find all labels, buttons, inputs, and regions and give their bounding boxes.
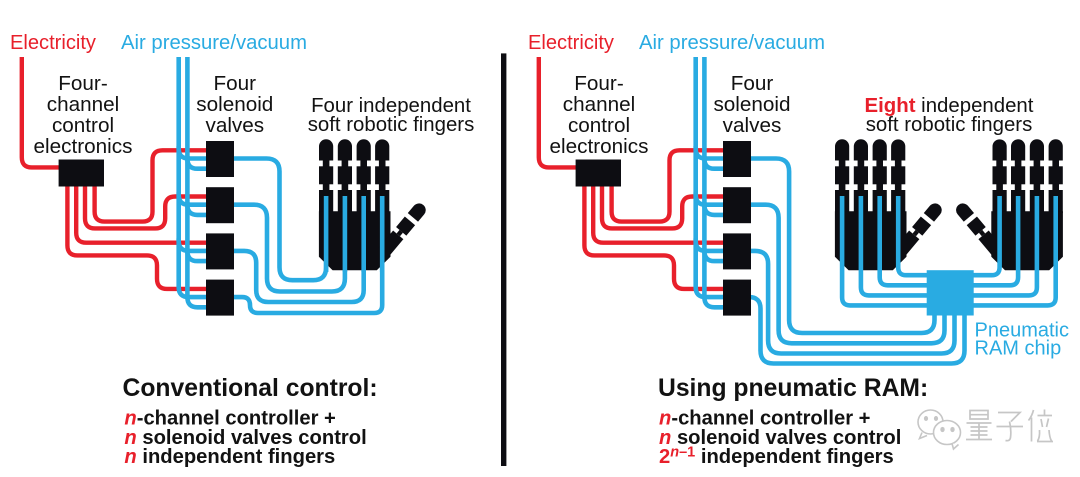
svg-text:control: control [568,114,630,137]
svg-text:Pneumatic: Pneumatic [975,320,1070,342]
svg-text:solenoid: solenoid [196,93,273,116]
svg-text:Four independent: Four independent [311,95,471,117]
svg-text:Air pressure/vacuum: Air pressure/vacuum [121,32,307,54]
svg-text:electronics: electronics [550,135,649,158]
svg-text:Electricity: Electricity [528,32,614,54]
svg-text:Four-: Four- [58,72,107,95]
svg-text:channel: channel [47,93,119,116]
svg-text:Eight independent: Eight independent [865,95,1034,117]
svg-text:RAM chip: RAM chip [975,338,1062,360]
svg-text:soft robotic fingers: soft robotic fingers [308,114,475,136]
svg-text:soft robotic fingers: soft robotic fingers [866,114,1033,136]
svg-text:channel: channel [563,93,635,116]
svg-text:Four-: Four- [574,72,623,95]
svg-text:valves: valves [723,114,782,137]
svg-text:solenoid: solenoid [713,93,790,116]
svg-text:control: control [52,114,114,137]
svg-text:Four: Four [214,72,257,95]
svg-text:Four: Four [731,72,774,95]
svg-text:2n–1 independent fingers: 2n–1 independent fingers [659,445,894,469]
svg-text:electronics: electronics [34,135,133,158]
svg-text:n-channel controller +: n-channel controller + [659,408,870,430]
svg-text:Electricity: Electricity [10,32,96,54]
svg-text:Using pneumatic RAM:: Using pneumatic RAM: [658,375,928,402]
svg-text:n-channel controller +: n-channel controller + [124,408,335,430]
svg-text:n independent fingers: n independent fingers [124,446,335,468]
svg-text:n solenoid valves control: n solenoid valves control [124,427,366,449]
svg-text:valves: valves [205,114,264,137]
svg-text:n solenoid valves control: n solenoid valves control [659,427,901,449]
svg-text:Air pressure/vacuum: Air pressure/vacuum [639,32,825,54]
svg-text:Conventional control:: Conventional control: [123,375,378,402]
